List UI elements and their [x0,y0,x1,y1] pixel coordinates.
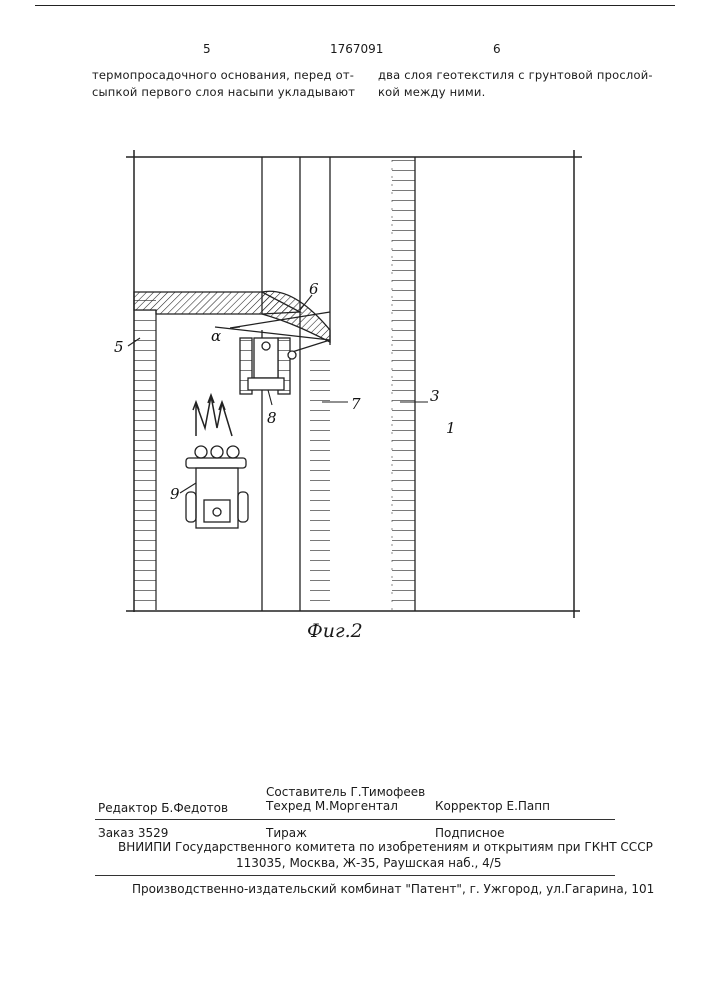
label-7: 7 [351,395,361,413]
slope-hatch-7 [310,356,330,610]
credits-divider-top [95,819,615,820]
organization-line: ВНИИПИ Государственного комитета по изоб… [118,840,653,854]
label-6: 6 [309,280,319,298]
compiler-credit: Составитель Г.Тимофеев [266,785,425,799]
circulation-label: Тираж [266,826,307,840]
dump-truck-9 [186,446,248,528]
credits-divider-bottom [95,875,615,876]
label-3: 3 [430,387,440,405]
frame-lines [126,150,582,618]
order-number: Заказ 3529 [98,826,168,840]
corrector-credit: Корректор Е.Папп [435,799,550,813]
address-line: 113035, Москва, Ж-35, Раушская наб., 4/5 [236,856,501,870]
figure-caption: Фиг.2 [307,620,363,642]
editor-credit: Редактор Б.Федотов [98,801,228,815]
motion-arrows [193,395,232,436]
publisher-line: Производственно-издательский комбинат "П… [132,882,654,896]
label-5: 5 [114,338,124,356]
label-9: 9 [170,485,180,503]
label-1: 1 [446,419,456,437]
label-alpha: α [211,327,221,345]
slope-hatch-3 [392,160,415,610]
subscription-label: Подписное [435,826,504,840]
crawler-machine-8 [240,338,296,394]
techred-credit: Техред М.Моргентал [266,799,398,813]
label-8: 8 [267,409,277,427]
